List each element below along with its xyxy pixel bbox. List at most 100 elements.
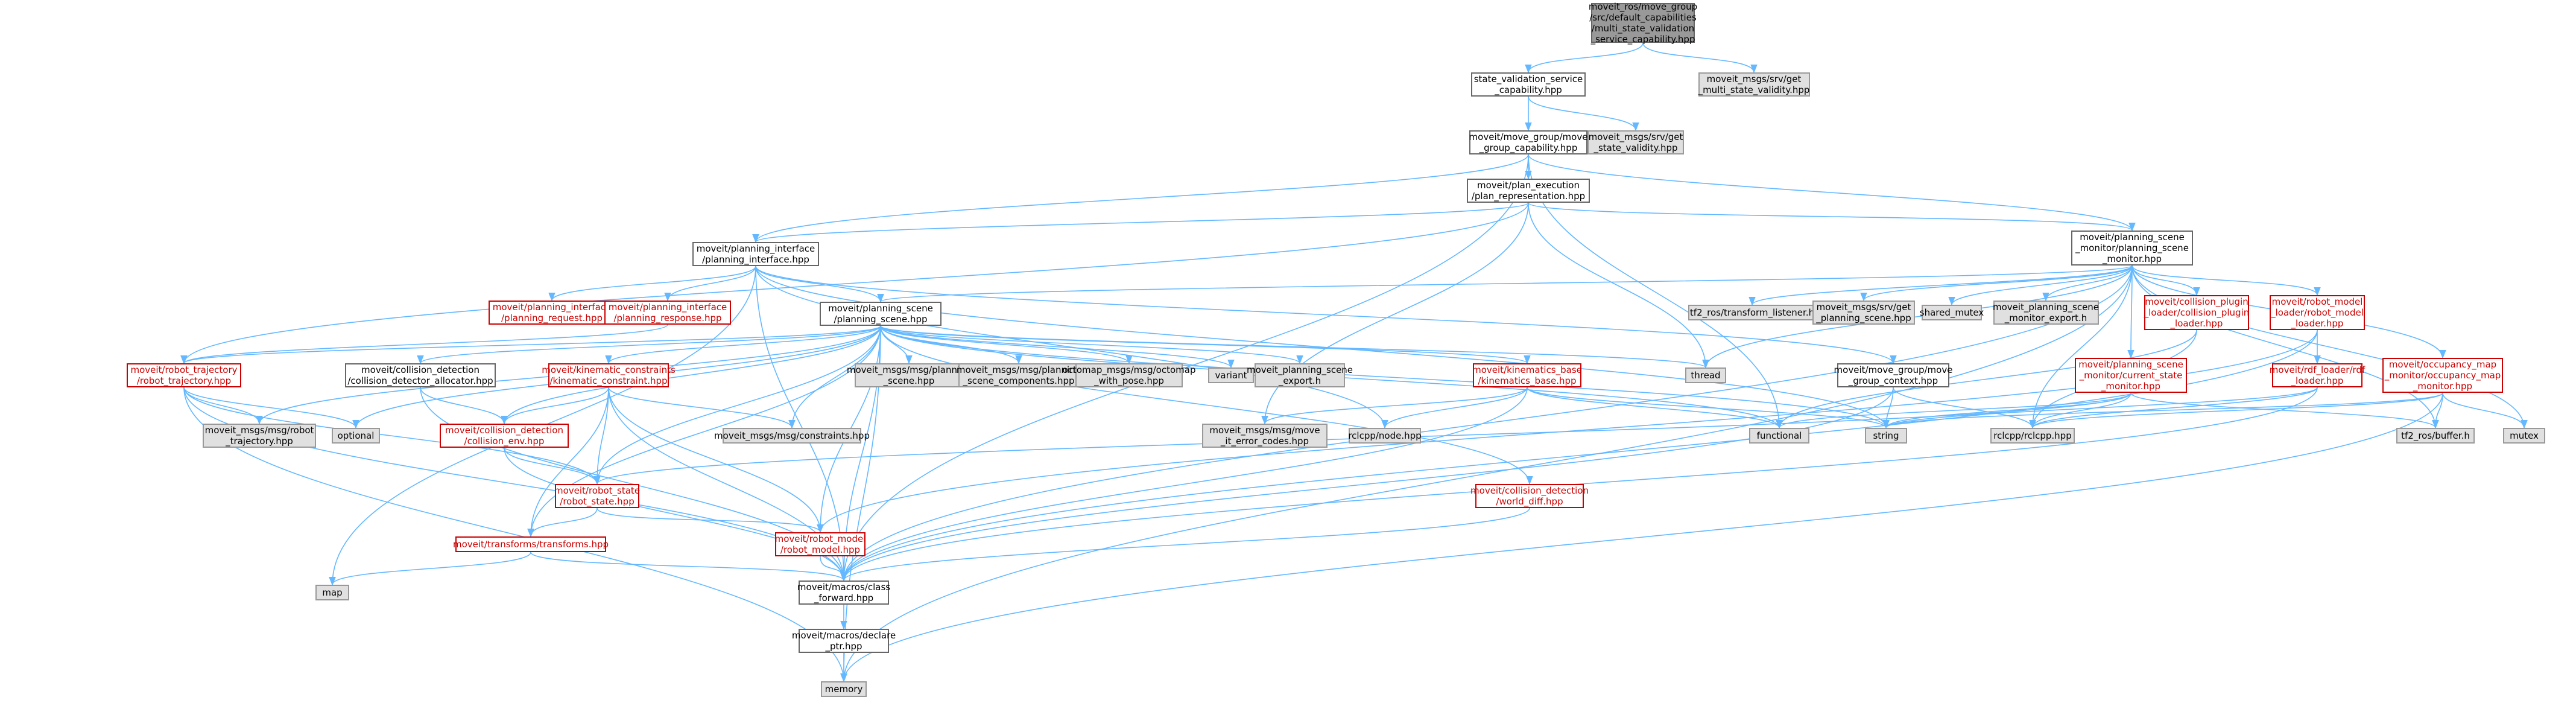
- node-label-line: _scene_components.hpp: [963, 375, 1075, 386]
- edge-kc-to-transforms: [527, 387, 609, 538]
- node-move-group-context[interactable]: moveit/move_group/move_group_context.hpp: [1834, 363, 1952, 387]
- edge-pi-to-piresp: [664, 266, 756, 302]
- edge-pi-to-ps: [755, 266, 884, 303]
- edge-kc-to-cenv: [501, 387, 609, 425]
- edge-occ-to-rclcpp: [2029, 392, 2443, 429]
- edge-kb-to-rclnode: [1381, 387, 1528, 429]
- node-label-line: _monitor/occupancy_map: [2384, 370, 2501, 381]
- node-planning-request[interactable]: moveit/planning_interface/planning_reque…: [489, 301, 615, 325]
- node-collision-detector-allocator[interactable]: moveit/collision_detection/collision_det…: [345, 363, 496, 387]
- node-label-line: _state_validity.hpp: [1593, 142, 1678, 153]
- node-label-line: moveit/robot_trajectory: [130, 364, 238, 375]
- node-robot-trajectory[interactable]: moveit/robot_trajectory/robot_trajectory…: [127, 363, 241, 387]
- node-robot-state[interactable]: moveit/robot_state/robot_state.hpp: [554, 484, 640, 508]
- edge-transforms-to-map: [329, 552, 531, 586]
- edge-psm-to-rml: [2131, 265, 2321, 296]
- node-label-line: thread: [1691, 370, 1721, 381]
- edge-ps-to-msg_constr: [788, 325, 881, 429]
- node-label-line: _capability.hpp: [1495, 84, 1562, 95]
- node-plan-representation[interactable]: moveit/plan_execution/plan_representatio…: [1467, 179, 1590, 203]
- edge-occ-to-memory: [840, 392, 2443, 682]
- node-label-line: moveit/move_group/move: [1834, 364, 1953, 375]
- edge-occ-to-mutex: [2442, 392, 2528, 429]
- node-label-line: memory: [824, 684, 863, 695]
- node-kinematic-constraint[interactable]: moveit/kinematic_constraints/kinematic_c…: [542, 363, 676, 387]
- edge-psm-to-mutex: [2131, 265, 2528, 429]
- edge-psm-to-psexport2: [2042, 265, 2133, 302]
- node-label-line: optional: [337, 430, 375, 441]
- node-label-line: _it_error_codes.hpp: [1220, 436, 1309, 447]
- node-transforms[interactable]: moveit/transforms/transforms.hpp: [453, 536, 609, 552]
- edge-ps-to-transforms: [527, 325, 881, 538]
- edge-cenv-to-rstate: [504, 447, 601, 485]
- node-collision-env[interactable]: moveit/collision_detection/collision_env…: [440, 424, 569, 448]
- edge-rstate-to-rmodel: [597, 507, 824, 533]
- node-label-line: _monitor.hpp: [2413, 381, 2473, 392]
- node-label-line: octomap_msgs/msg/octomap: [1062, 364, 1196, 375]
- edge-cursm-to-string: [1882, 392, 2131, 429]
- node-robot-model[interactable]: moveit/robot_model/robot_model.hpp: [775, 532, 866, 556]
- node-planning-scene[interactable]: moveit/planning_scene/planning_scene.hpp: [820, 302, 941, 326]
- edge-piresp-to-rtraj: [180, 324, 668, 364]
- node-thread: thread: [1685, 367, 1726, 383]
- node-robot-model-loader[interactable]: moveit/robot_model_loader/robot_model_lo…: [2270, 295, 2365, 330]
- node-label-line: /planning_scene.hpp: [834, 314, 928, 325]
- node-msg-planning-scene-components: moveit_msgs/msg/planning_scene_component…: [957, 363, 1081, 387]
- node-label-line: /planning_response.hpp: [613, 313, 722, 323]
- node-planning-response[interactable]: moveit/planning_interface/planning_respo…: [604, 301, 731, 325]
- edge-pi-to-mgctx: [755, 266, 1897, 364]
- node-label-line: _monitor_export.h: [2004, 313, 2087, 323]
- node-root-header: moveit_ros/move_group/src/default_capabi…: [1589, 1, 1697, 45]
- edge-root-to-get_multi: [1642, 42, 1758, 74]
- dependency-edges: [180, 42, 2528, 682]
- edge-ps-to-psexport: [880, 325, 1303, 364]
- edge-ps-to-kc: [605, 325, 881, 364]
- node-label-line: /collision_env.hpp: [464, 436, 545, 447]
- node-label-line: moveit/collision_detection: [1470, 485, 1589, 496]
- node-world-diff[interactable]: moveit/collision_detection/world_diff.hp…: [1470, 484, 1589, 508]
- node-label-line: _monitor.hpp: [2101, 381, 2161, 392]
- node-label-line: mutex: [2510, 430, 2539, 441]
- node-state-validation-service-capability[interactable]: state_validation_service_capability.hpp: [1471, 72, 1586, 97]
- node-declare-ptr[interactable]: moveit/macros/declare_ptr.hpp: [792, 629, 896, 653]
- edge-transforms-to-classfwd: [530, 552, 847, 582]
- node-current-state-monitor[interactable]: moveit/planning_scene_monitor/current_st…: [2075, 358, 2187, 393]
- edge-mgcap-to-pi: [752, 154, 1529, 243]
- edge-cursm-to-tf2buffer: [2130, 392, 2439, 429]
- node-octomap-with-pose: octomap_msgs/msg/octomap_with_pose.hpp: [1063, 363, 1195, 387]
- edge-rtraj-to-optional: [183, 387, 359, 429]
- node-label-line: moveit_msgs/msg/move: [1209, 425, 1320, 436]
- node-label-line: moveit/occupancy_map: [2388, 359, 2497, 370]
- node-label-line: moveit/move_group/move: [1469, 132, 1588, 142]
- node-label-line: moveit/collision_plugin: [2145, 296, 2248, 307]
- node-label-line: moveit_planning_scene: [1246, 364, 1353, 375]
- edge-psm-to-cpl: [2131, 265, 2200, 296]
- node-planning-interface[interactable]: moveit/planning_interface/planning_inter…: [692, 242, 819, 266]
- node-label-line: moveit/collision_detection: [361, 364, 479, 375]
- node-label-line: moveit/kinematics_base: [1472, 364, 1582, 375]
- edge-rdfl-to-rclcpp: [2029, 387, 2318, 429]
- node-label-line: string: [1873, 430, 1899, 441]
- node-label-line: /plan_representation.hpp: [1471, 191, 1586, 202]
- edge-ps-to-thread: [880, 325, 1709, 369]
- node-class-forward[interactable]: moveit/macros/class_forward.hpp: [797, 581, 891, 605]
- edge-planexec-to-rtraj: [180, 202, 1529, 364]
- node-collision-plugin-loader[interactable]: moveit/collision_plugin_loader/collision…: [2144, 295, 2249, 330]
- node-label-line: moveit/plan_execution: [1477, 180, 1580, 191]
- node-kinematics-base[interactable]: moveit/kinematics_base/kinematics_base.h…: [1472, 363, 1582, 387]
- node-label-line: moveit/macros/class: [797, 582, 891, 593]
- edge-kc-to-msg_constr: [608, 387, 796, 429]
- edge-cursm-to-rclcpp: [2029, 392, 2131, 429]
- node-label-line: _multi_state_validity.hpp: [1698, 84, 1810, 95]
- node-label-line: variant: [1215, 370, 1247, 381]
- node-rdf-loader[interactable]: moveit/rdf_loader/rdf_loader.hpp: [2270, 363, 2365, 387]
- edge-ps-to-worlddiff: [880, 325, 1533, 485]
- node-label-line: rclcpp/rclcpp.hpp: [1993, 430, 2072, 441]
- node-label-line: /robot_state.hpp: [560, 496, 635, 507]
- node-label-line: tf2_ros/transform_listener.h: [1689, 307, 1815, 318]
- node-label-line: _group_context.hpp: [1848, 375, 1938, 386]
- edge-cpl-to-functional: [1776, 329, 2197, 429]
- node-occupancy-map-monitor[interactable]: moveit/occupancy_map_monitor/occupancy_m…: [2382, 358, 2503, 393]
- node-planning-scene-monitor[interactable]: moveit/planning_scene_monitor/planning_s…: [2071, 231, 2193, 266]
- node-move-group-capability[interactable]: moveit/move_group/move_group_capability.…: [1469, 130, 1587, 154]
